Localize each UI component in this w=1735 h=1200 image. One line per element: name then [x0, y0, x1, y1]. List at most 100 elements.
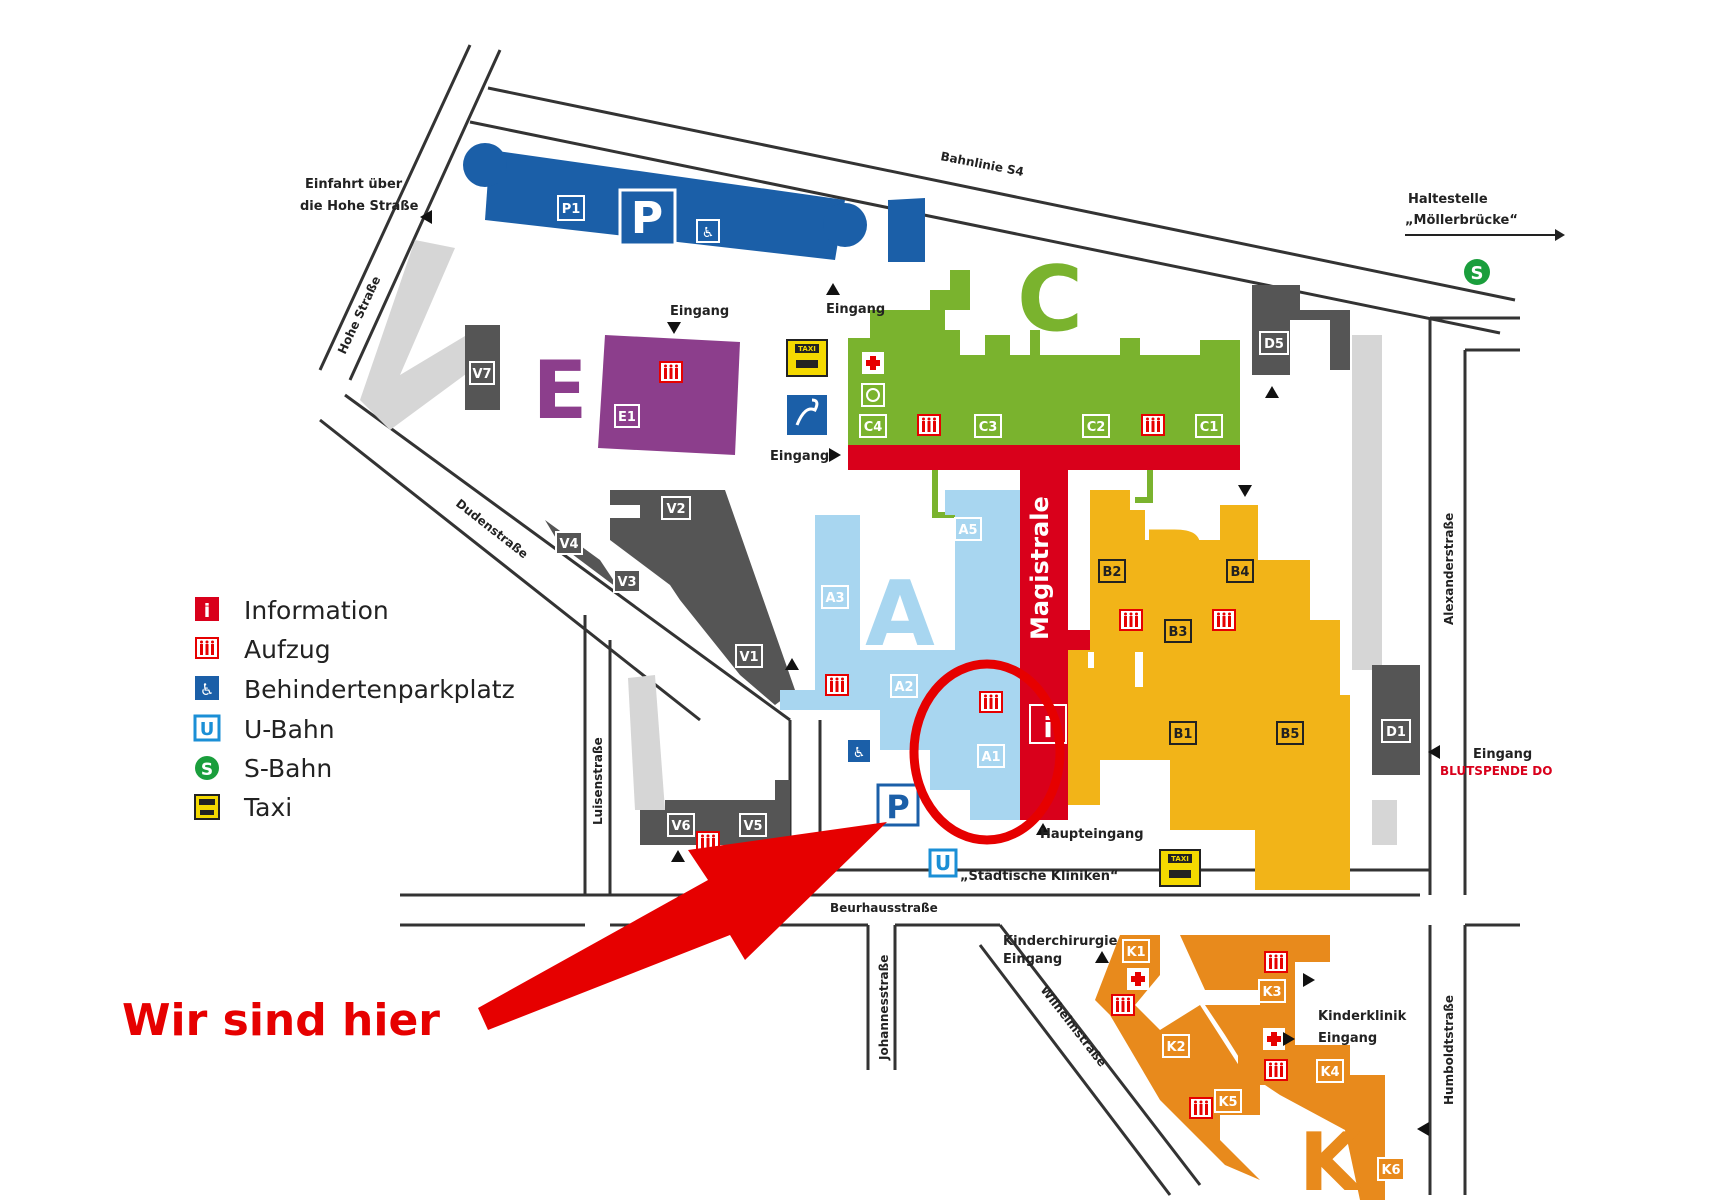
- a5-label: A5: [958, 523, 977, 538]
- ubahn-stop-name: „Städtische Kliniken“: [960, 869, 1119, 884]
- elevator-icon: [1111, 994, 1135, 1016]
- elevator-icon: [195, 637, 219, 659]
- maternity-icon: [787, 395, 827, 435]
- eingang-p1: Eingang: [826, 302, 885, 317]
- zone-e-letter: E: [533, 344, 588, 437]
- arrow-head-icon: [1555, 229, 1565, 241]
- k5-label: K5: [1218, 1095, 1237, 1110]
- parking-p-label: P: [886, 788, 909, 826]
- elevator-icon: [917, 414, 941, 436]
- a1-label: A1: [981, 750, 1000, 765]
- eingang-e: Eingang: [670, 304, 729, 319]
- elevator-icon: [979, 691, 1003, 713]
- k2-label: K2: [1166, 1040, 1185, 1055]
- magistrale-label: Magistrale: [1026, 496, 1054, 640]
- a3-label: A3: [825, 591, 844, 606]
- stork-icon: [795, 398, 819, 426]
- v1-label: V1: [739, 650, 758, 665]
- entrance-marker-icon: [667, 322, 681, 334]
- legend-label: Taxi: [243, 793, 292, 822]
- parking-p-label: P: [631, 193, 663, 244]
- p1-label: P1: [562, 202, 581, 217]
- svg-text:i: i: [204, 600, 211, 622]
- sbahn-icon: [195, 756, 219, 780]
- you-are-here-label: Wir sind hier: [122, 995, 440, 1046]
- taxi-icon: TAXI: [786, 339, 828, 377]
- svg-text:♿: ♿: [702, 225, 715, 241]
- info-icon: [195, 597, 219, 621]
- zone-c-letter: C: [1017, 247, 1083, 352]
- svg-text:i: i: [1043, 711, 1053, 744]
- entrance-marker-icon: [1417, 1122, 1429, 1136]
- street-johannesstrasse: Johannesstraße: [877, 955, 891, 1061]
- ubahn-stop: U „Städtische Kliniken“: [928, 848, 1119, 884]
- elevator-icon: [1212, 609, 1236, 631]
- a2-label: A2: [894, 680, 913, 695]
- building-e: E E1: [533, 335, 740, 455]
- haltestelle-note-line2: „Möllerbrücke“: [1405, 213, 1518, 228]
- entrance-marker-icon: [671, 850, 685, 862]
- elevator-icon: [825, 674, 849, 696]
- parking-lot-a: P ♿: [848, 740, 920, 827]
- b1-label: B1: [1174, 727, 1193, 742]
- helipad-icon: [861, 383, 885, 407]
- legend-label: Behindertenparkplatz: [244, 675, 515, 704]
- c2-label: C2: [1087, 420, 1106, 435]
- legend-label: Information: [244, 596, 389, 625]
- streets: [318, 44, 1520, 1196]
- building-d: D5 D1: [1252, 285, 1420, 845]
- highlight-circle: [909, 659, 1065, 845]
- sbahn-icon: S: [1464, 259, 1490, 285]
- street-alexanderstrasse: Alexanderstraße: [1442, 513, 1456, 625]
- c4-label: C4: [864, 420, 883, 435]
- svg-text:U: U: [200, 719, 215, 740]
- haupteingang-label: Haupteingang: [1040, 827, 1144, 842]
- elevator-icon: [1119, 609, 1143, 631]
- entrance-marker-icon: [1303, 973, 1315, 987]
- street-beurhausstrasse: Beurhausstraße: [830, 901, 938, 915]
- b2-label: B2: [1103, 565, 1122, 580]
- legend-label: U-Bahn: [244, 715, 335, 744]
- building-b: B B2 B4 B3 B1 B5: [1068, 490, 1350, 890]
- d1-label: D1: [1386, 725, 1406, 740]
- v7-label: V7: [472, 367, 491, 382]
- elevator-icon: [1264, 951, 1288, 973]
- k1-label: K1: [1126, 945, 1145, 960]
- taxi-icon: [194, 794, 220, 820]
- kinderchirurgie-note-line1: Kinderchirurgie: [1003, 934, 1118, 949]
- building-v7: V7: [360, 240, 500, 430]
- elevator-icon: [1141, 414, 1165, 436]
- entrance-marker-icon: [826, 283, 840, 295]
- k3-label: K3: [1262, 985, 1281, 1000]
- einfahrt-note-line1: Einfahrt über: [305, 177, 403, 192]
- b4-label: B4: [1231, 565, 1250, 580]
- zone-k-letter: K: [1299, 1116, 1364, 1200]
- svg-text:♿: ♿: [200, 680, 214, 699]
- v2-label: V2: [666, 502, 685, 517]
- entrance-marker-icon: [1265, 386, 1279, 398]
- kinderklinik-note-line2: Eingang: [1318, 1031, 1377, 1046]
- eingang-d: Eingang: [1473, 747, 1532, 762]
- c1-label: C1: [1200, 420, 1219, 435]
- svg-text:TAXI: TAXI: [798, 345, 816, 353]
- v6-label: V6: [671, 819, 690, 834]
- blutspende-label: BLUTSPENDE DO: [1440, 764, 1552, 778]
- building-v5-v6: V6 V5: [628, 675, 790, 853]
- b5-label: B5: [1281, 727, 1300, 742]
- svg-text:S: S: [1471, 263, 1484, 284]
- k4-label: K4: [1320, 1065, 1339, 1080]
- street-bahnlinie: Bahnlinie S4: [939, 149, 1025, 179]
- building-v1-v4: V2 V4 V3 V1: [545, 490, 795, 705]
- kinderklinik-note-line1: Kinderklinik: [1318, 1009, 1407, 1024]
- wheelchair-icon: [195, 676, 219, 700]
- entrance-marker-icon: [1238, 485, 1252, 497]
- d5-label: D5: [1264, 337, 1284, 352]
- parking-garage-p1: P1 P ♿: [463, 143, 925, 262]
- wheelchair-icon: [848, 740, 870, 762]
- legend-label: Aufzug: [244, 635, 331, 664]
- svg-text:U: U: [935, 851, 951, 875]
- e1-label: E1: [618, 410, 636, 425]
- entrance-marker-icon: [829, 448, 841, 462]
- zone-a-letter: A: [865, 562, 935, 667]
